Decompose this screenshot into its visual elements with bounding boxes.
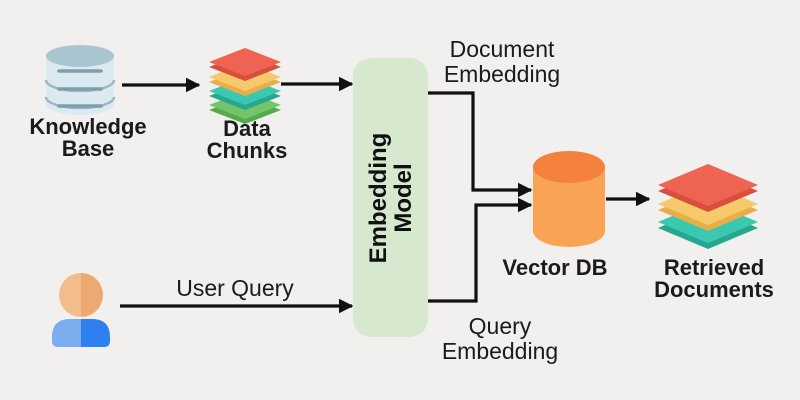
data-chunks-label: Data Chunks bbox=[206, 116, 288, 163]
embedding-model-label: Embedding Model bbox=[364, 132, 417, 263]
retrieved-documents-label: Retrieved Documents bbox=[654, 255, 774, 302]
data-chunks-layers-icon bbox=[209, 48, 281, 124]
arrow-query-embedding-to-vector-db bbox=[428, 197, 533, 303]
person-icon bbox=[52, 273, 110, 347]
retrieved-documents-layers-icon bbox=[658, 164, 758, 249]
database-cylinder-icon bbox=[533, 151, 605, 247]
arrow-document-embedding-to-vector-db bbox=[428, 91, 533, 198]
embedding-model-box: Embedding Model bbox=[353, 58, 428, 337]
database-icon bbox=[44, 45, 116, 115]
document-embedding-label: Document Embedding bbox=[443, 36, 561, 87]
user-query-label: User Query bbox=[176, 275, 294, 301]
knowledge-base-label: Knowledge Base bbox=[29, 114, 147, 161]
vector-db-label: Vector DB bbox=[502, 255, 608, 280]
query-embedding-label: Query Embedding bbox=[441, 313, 559, 364]
